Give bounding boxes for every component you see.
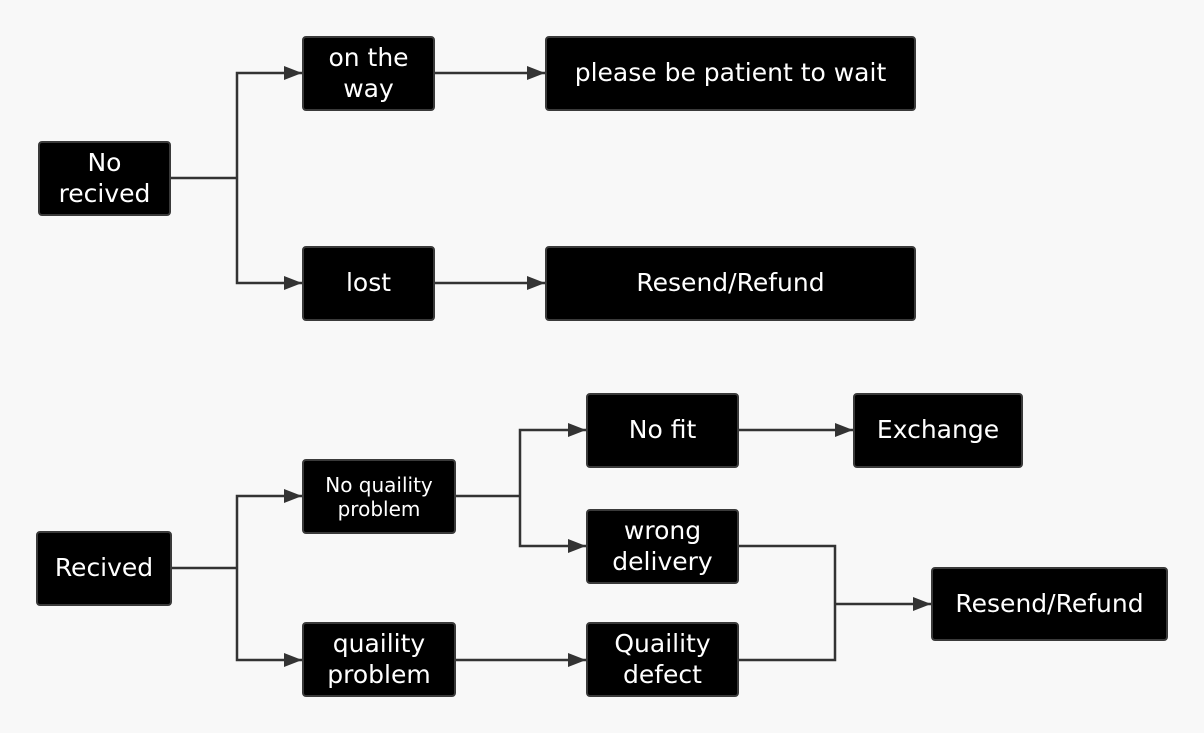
connector-to-no-quality-problem xyxy=(235,489,302,568)
node-resend-refund-top-label: Resend/Refund xyxy=(636,268,825,298)
node-resend-refund-top: Resend/Refund xyxy=(545,246,916,321)
connector-to-on-the-way xyxy=(235,66,302,178)
connector-to-no-fit xyxy=(518,423,586,496)
node-quality-defect-label: Quaility defect xyxy=(614,629,711,689)
node-on-the-way: on the way xyxy=(302,36,435,111)
node-wrong-delivery-label: wrong delivery xyxy=(612,516,713,576)
node-no-recived-label: No recived xyxy=(58,148,151,208)
connector-wrong-delivery-merge xyxy=(738,544,837,604)
node-resend-refund-bottom: Resend/Refund xyxy=(931,567,1168,641)
node-quality-defect: Quaility defect xyxy=(586,622,739,697)
node-recived: Recived xyxy=(36,531,172,606)
node-no-quality-problem-label: No quaility problem xyxy=(325,472,433,521)
connector-to-wrong-delivery xyxy=(518,496,586,553)
node-quality-problem: quaility problem xyxy=(302,622,456,697)
node-lost-label: lost xyxy=(345,268,392,298)
node-no-fit: No fit xyxy=(586,393,739,468)
node-please-be-patient: please be patient to wait xyxy=(545,36,916,111)
node-no-recived: No recived xyxy=(38,141,171,216)
node-quality-problem-label: quaility problem xyxy=(327,629,431,689)
node-exchange-label: Exchange xyxy=(876,415,1000,445)
node-recived-label: Recived xyxy=(54,553,154,583)
node-exchange: Exchange xyxy=(853,393,1023,468)
connector-quality-defect-merge xyxy=(738,604,837,662)
node-lost: lost xyxy=(302,246,435,321)
node-no-fit-label: No fit xyxy=(628,415,697,445)
node-on-the-way-label: on the way xyxy=(328,43,409,103)
node-no-quality-problem: No quaility problem xyxy=(302,459,456,534)
node-wrong-delivery: wrong delivery xyxy=(586,509,739,584)
node-please-be-patient-label: please be patient to wait xyxy=(574,58,887,88)
connector-to-lost xyxy=(235,178,302,290)
node-resend-refund-bottom-label: Resend/Refund xyxy=(955,588,1144,618)
connector-to-quality-problem xyxy=(235,568,302,667)
